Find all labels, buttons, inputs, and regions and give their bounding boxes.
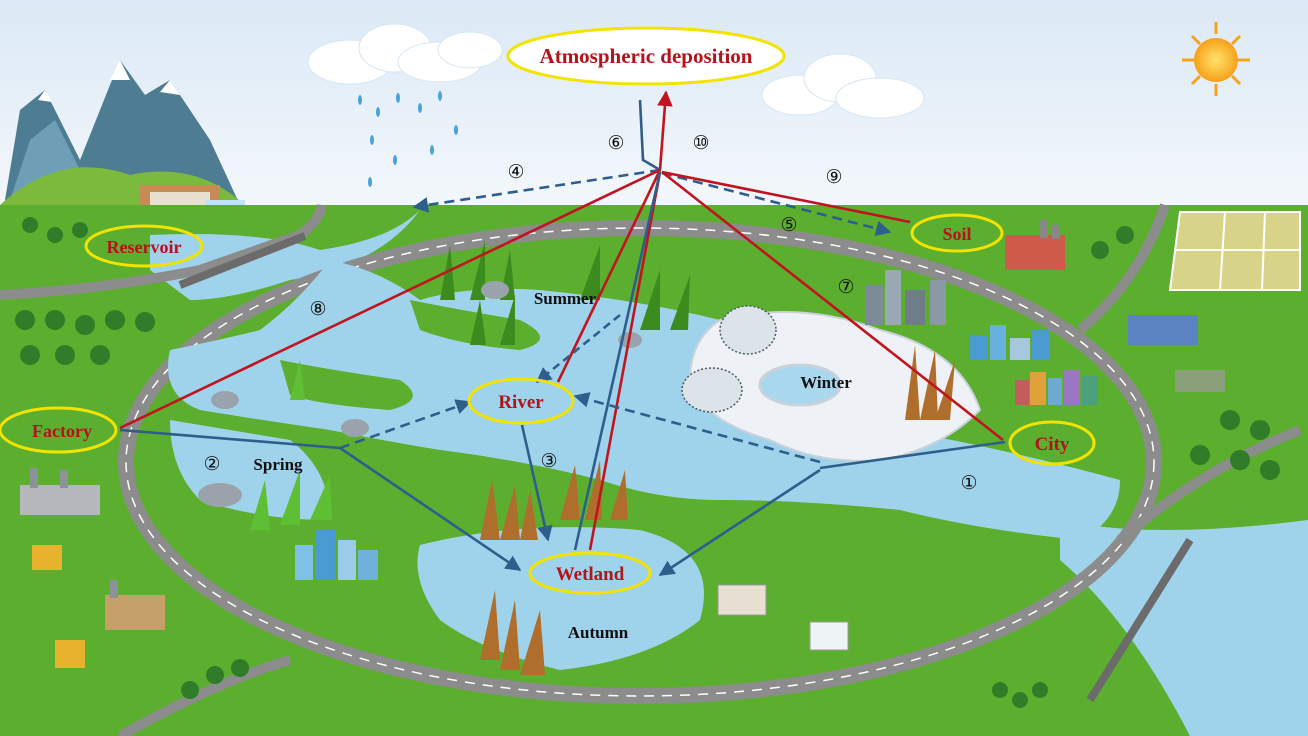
line-2-wetland (339, 446, 522, 572)
line-3 (520, 424, 553, 542)
pathway-4: ④ (507, 161, 524, 183)
line-1 (819, 440, 1006, 470)
line-4 (412, 168, 661, 213)
label-autumn: Autumn (568, 623, 629, 642)
line-to-atmosphere (657, 90, 673, 171)
node-river: River (467, 377, 575, 425)
line-atmos-down (638, 99, 661, 172)
node-soil: Soil (910, 213, 1004, 253)
pathway-8: ⑧ (309, 298, 326, 320)
line-7 (661, 170, 1004, 442)
summer-reeds (440, 240, 690, 345)
node-city: City (1008, 420, 1096, 466)
rain-drops (358, 91, 458, 187)
node-atmospheric-deposition: Atmospheric deposition (506, 26, 786, 86)
rocks (198, 281, 642, 507)
soil-factory (1005, 220, 1065, 270)
pathway-6: ⑥ (607, 132, 624, 154)
pathway-9: ⑨ (825, 166, 842, 188)
city-buildings (865, 270, 1098, 405)
line-2-river (339, 399, 472, 450)
spring-reeds (250, 360, 332, 530)
pathway-2: ② (203, 453, 220, 475)
hospital-school (717, 584, 849, 651)
label-soil: Soil (942, 224, 971, 244)
pathway-5: ⑤ (780, 214, 797, 236)
label-atmospheric-deposition: Atmospheric deposition (540, 44, 753, 68)
label-factory: Factory (32, 421, 92, 441)
reservoir-water (150, 210, 420, 300)
label-reservoir: Reservoir (107, 237, 182, 257)
line-summer-river (535, 313, 621, 384)
label-river: River (498, 392, 544, 413)
node-reservoir: Reservoir (84, 224, 204, 268)
line-wetland-red (588, 171, 662, 551)
sun-icon (1182, 22, 1250, 96)
label-winter: Winter (800, 373, 852, 392)
pathway-10: ⑩ (692, 132, 709, 154)
line-2-factory (119, 428, 341, 450)
line-1-river (573, 392, 821, 464)
line-9 (661, 170, 911, 224)
line-river-red (556, 169, 662, 383)
spring-buildings (295, 530, 378, 580)
node-factory: Factory (0, 406, 118, 454)
trees (15, 217, 1280, 708)
warehouse (1128, 315, 1225, 392)
pathway-1: ① (960, 472, 977, 494)
outer-river-right (1060, 520, 1308, 736)
line-5 (661, 171, 892, 237)
line-8 (119, 168, 661, 430)
pathway-lines (119, 90, 1006, 577)
line-1-wetland (658, 468, 821, 577)
pathway-7: ⑦ (837, 276, 854, 298)
node-wetland: Wetland (528, 551, 652, 595)
factory-complex (20, 468, 165, 668)
pathway-3: ③ (540, 450, 557, 472)
cloud-right (761, 53, 925, 119)
line-6 (573, 171, 662, 551)
label-spring: Spring (253, 455, 303, 474)
cloud-left (307, 23, 503, 85)
label-summer: Summer (534, 289, 597, 308)
label-city: City (1035, 434, 1070, 455)
winter-island (681, 305, 982, 462)
label-wetland: Wetland (556, 564, 625, 585)
